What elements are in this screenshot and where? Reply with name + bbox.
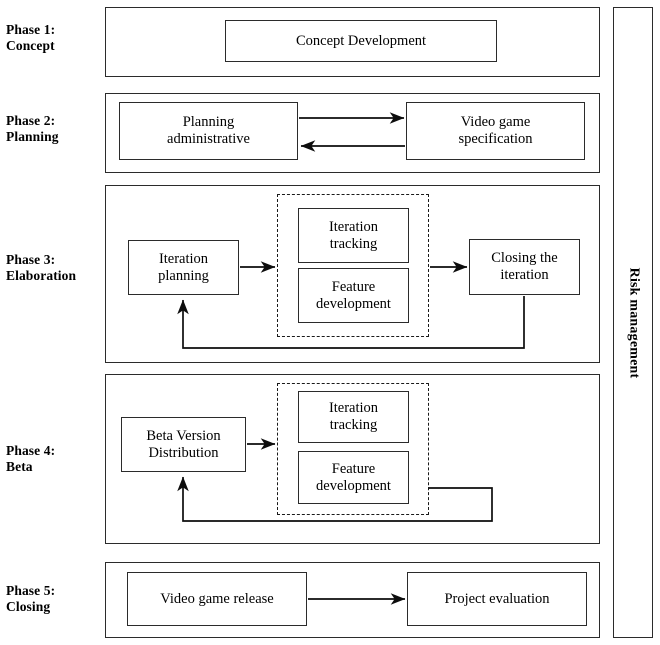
phase-5-label: Phase 5: Closing [6, 583, 56, 614]
node-video-game-release[interactable]: Video game release [127, 572, 307, 626]
node-feature-development-phase-3[interactable]: Feature development [298, 268, 409, 323]
risk-management-label: Risk management [626, 267, 642, 378]
node-feature-development-phase-4[interactable]: Feature development [298, 451, 409, 504]
node-concept-development[interactable]: Concept Development [225, 20, 497, 62]
node-iteration-tracking-phase-3[interactable]: Iteration tracking [298, 208, 409, 263]
node-iteration-planning[interactable]: Iteration planning [128, 240, 239, 295]
node-planning-administrative[interactable]: Planning administrative [119, 102, 298, 160]
node-video-game-specification[interactable]: Video game specification [406, 102, 585, 160]
phase-2-label: Phase 2: Planning [6, 113, 59, 144]
phase-1-label: Phase 1: Concept [6, 22, 56, 53]
risk-management-container: Risk management [613, 7, 653, 638]
phase-3-label: Phase 3: Elaboration [6, 252, 77, 283]
node-iteration-tracking-phase-4[interactable]: Iteration tracking [298, 391, 409, 443]
node-closing-the-iteration[interactable]: Closing the iteration [469, 239, 580, 295]
phase-4-label: Phase 4: Beta [6, 443, 56, 474]
node-beta-version-distribution[interactable]: Beta Version Distribution [121, 417, 246, 472]
node-project-evaluation[interactable]: Project evaluation [407, 572, 587, 626]
